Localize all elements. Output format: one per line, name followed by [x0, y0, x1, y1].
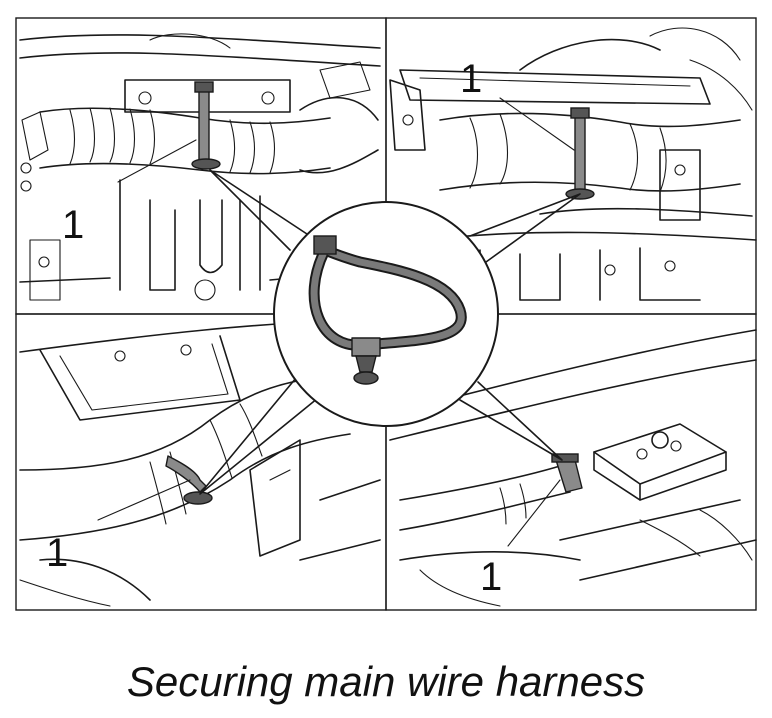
callouts: 1 1 1 1 [46, 57, 502, 599]
callout-bottom-right: 1 [480, 555, 502, 599]
panel-bottom-right [389, 329, 757, 607]
callout-bottom-left: 1 [46, 531, 68, 575]
detail-inset [199, 169, 581, 495]
wire-harness-clip-detail [308, 235, 467, 385]
callout-top-right: 1 [460, 57, 482, 101]
panel-frames [15, 17, 757, 611]
figure-caption: Securing main wire harness [127, 658, 645, 705]
callout-top-left: 1 [62, 203, 84, 247]
